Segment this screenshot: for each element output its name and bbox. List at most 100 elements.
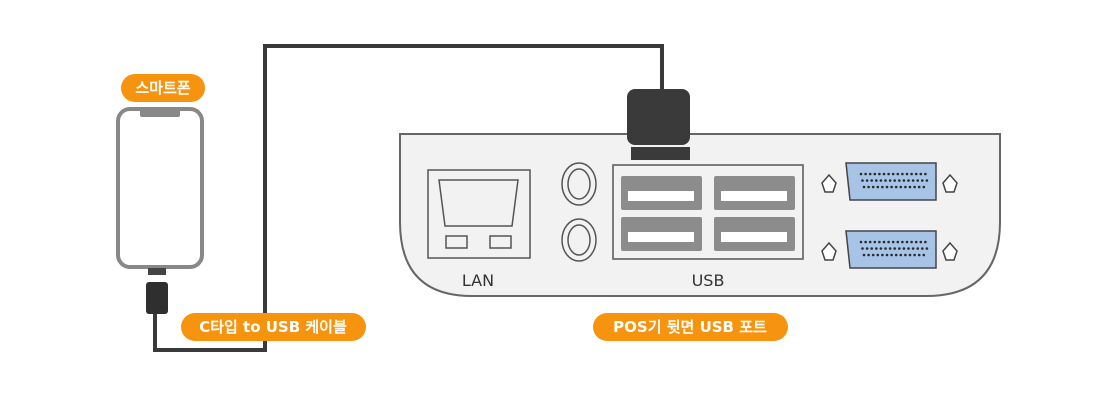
usb-port-3: [621, 217, 702, 251]
vga-pin: [913, 253, 916, 257]
vga-pin: [925, 247, 929, 250]
vga-pin: [925, 179, 929, 182]
vga-pin: [891, 172, 895, 176]
vga-pin: [908, 253, 912, 257]
vga-pin: [878, 240, 881, 244]
vga-pin: [862, 253, 866, 257]
smartphone-tag-label: 스마트폰: [135, 79, 190, 97]
vga-pin: [882, 240, 886, 244]
usb-plug: [627, 89, 690, 160]
vga-pin: [871, 185, 875, 189]
lan-port: [427, 169, 531, 259]
vga-pin: [873, 172, 877, 176]
vga-pin: [885, 253, 889, 257]
vga-pin: [914, 172, 918, 176]
vga-pin: [879, 247, 883, 250]
vga-pin: [873, 240, 877, 244]
vga-pin: [890, 253, 893, 257]
vga-pin: [868, 172, 872, 176]
vga-pin: [879, 179, 883, 182]
vga-pin: [859, 240, 863, 244]
vga-pin: [910, 172, 913, 176]
usb-cable: [153, 44, 664, 352]
vga-pin: [881, 185, 884, 189]
vga-pin: [894, 185, 898, 189]
vga-pin: [887, 172, 890, 176]
vga-pin: [922, 185, 926, 189]
usb-port-4: [714, 217, 795, 251]
vga-pin: [924, 172, 927, 176]
vga-pin: [867, 185, 870, 189]
cable-tag: C타입 to USB 케이블: [181, 313, 366, 341]
cable-tag-label: C타입 to USB 케이블: [199, 318, 347, 336]
pos-rear-tag-label: POS기 뒷면 USB 포트: [613, 318, 767, 336]
vga-pin: [884, 247, 887, 250]
vga-pin: [864, 172, 867, 176]
vga-pin: [913, 185, 916, 189]
vga-pin: [865, 179, 869, 182]
vga-pin: [917, 253, 921, 257]
vga-pin: [882, 172, 886, 176]
vga-pins: [859, 240, 929, 257]
vga-pin: [902, 179, 906, 182]
vga-pin: [870, 247, 873, 250]
audio-jack-top: [561, 162, 597, 206]
vga-pin: [901, 172, 904, 176]
vga-pin: [896, 240, 900, 244]
vga-pin: [875, 247, 878, 250]
vga-pin: [916, 179, 919, 182]
vga-pin: [887, 240, 890, 244]
vga-pin: [904, 253, 907, 257]
vga-pin: [921, 247, 924, 250]
vga-pin: [905, 240, 909, 244]
vga-pin: [919, 172, 923, 176]
vga-pin: [902, 247, 906, 250]
vga-pin: [901, 240, 904, 244]
vga-pin: [904, 185, 907, 189]
vga-pin: [910, 240, 913, 244]
audio-jack-bottom: [561, 218, 597, 262]
vga-pin: [911, 179, 915, 182]
vga-pin: [893, 179, 896, 182]
vga-pin: [867, 253, 870, 257]
vga-pin: [888, 179, 892, 182]
vga-pin: [864, 240, 867, 244]
vga-pin: [917, 185, 921, 189]
vga-pin: [907, 179, 910, 182]
smartphone: [116, 107, 204, 314]
vga-pin: [908, 185, 912, 189]
lan-label: LAN: [462, 271, 494, 290]
vga-pin: [898, 247, 901, 250]
vga-pin: [905, 172, 909, 176]
vga-pin: [871, 253, 875, 257]
vga-pin: [862, 185, 866, 189]
smartphone-tag: 스마트폰: [121, 74, 205, 102]
vga-pin: [896, 172, 900, 176]
vga-pin: [861, 179, 864, 182]
vga-pin: [890, 185, 893, 189]
vga-pin: [911, 247, 915, 250]
vga-pin: [865, 247, 869, 250]
vga-pin: [891, 240, 895, 244]
vga-port-top: [821, 162, 958, 201]
vga-pin: [899, 253, 903, 257]
usb-port-2: [714, 176, 795, 210]
vga-pin: [894, 253, 898, 257]
usb-port-block: [612, 164, 804, 260]
vga-port-bottom: [821, 230, 958, 269]
vga-pin: [919, 240, 923, 244]
vga-pin: [907, 247, 910, 250]
vga-pin: [899, 185, 903, 189]
vga-pin: [870, 179, 873, 182]
vga-pin: [888, 247, 892, 250]
vga-pin: [922, 253, 926, 257]
vga-pin: [868, 240, 872, 244]
vga-pin: [898, 179, 901, 182]
vga-pin: [914, 240, 918, 244]
vga-pin: [884, 179, 887, 182]
vga-pin: [924, 240, 927, 244]
vga-pin: [893, 247, 896, 250]
vga-pin: [878, 172, 881, 176]
vga-pin: [861, 247, 864, 250]
